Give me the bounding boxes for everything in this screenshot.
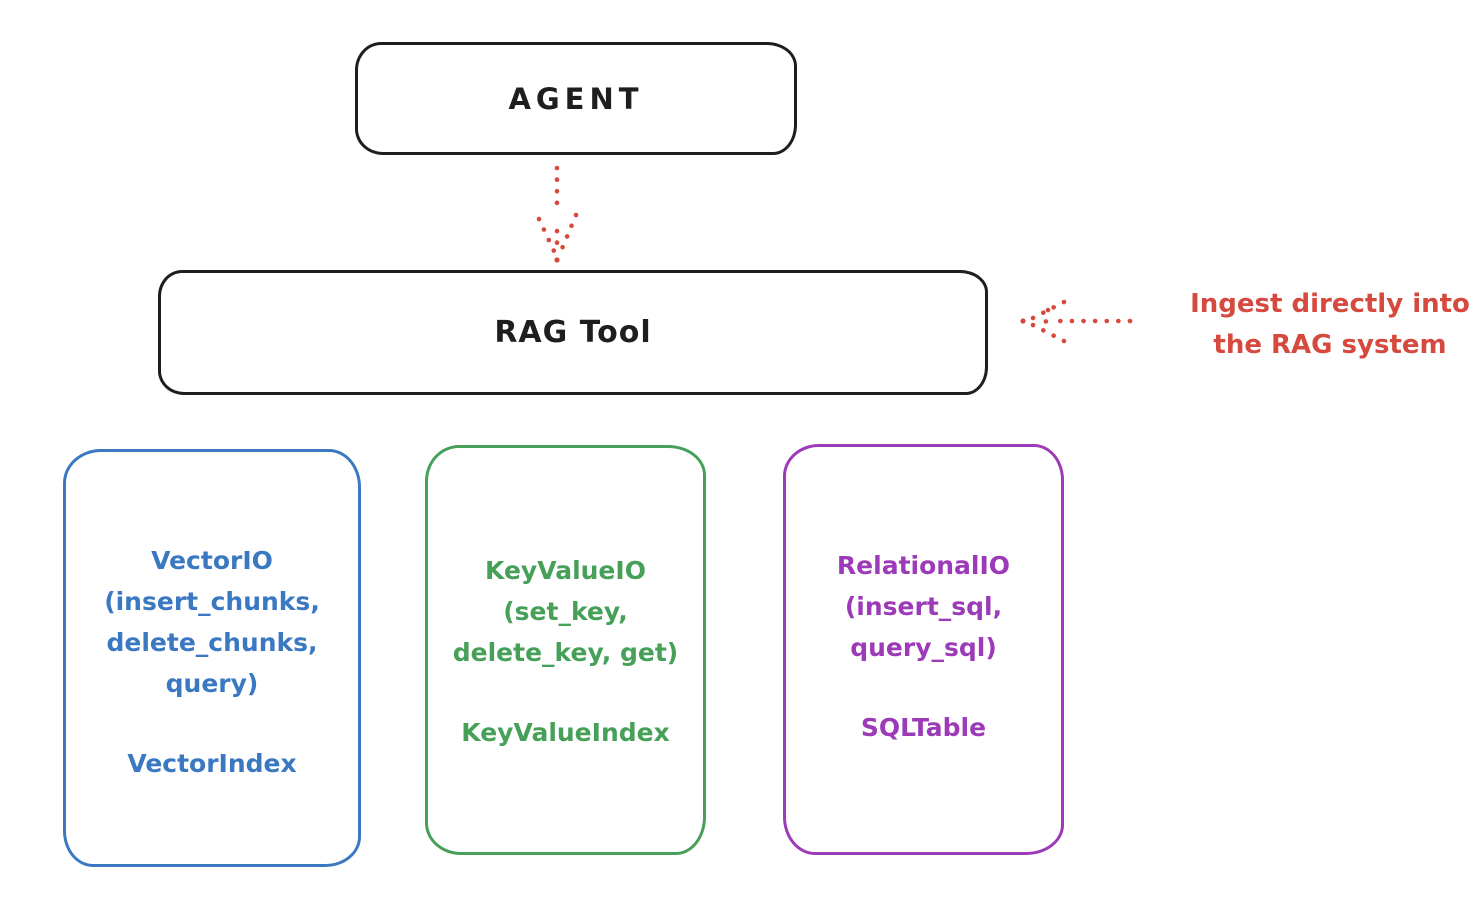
rag-tool-label: RAG Tool [494, 315, 652, 350]
relational-io-index-label: SQLTable [860, 713, 987, 742]
vector-io-title: VectorIO (insert_chunks, delete_chunks, … [104, 546, 320, 698]
ingest-annotation: Ingest directly into the RAG system [1190, 289, 1470, 360]
relational-io-box: RelationalIO (insert_sql, query_sql) SQL… [783, 444, 1064, 855]
keyvalue-io-index-label: KeyValueIndex [461, 718, 670, 747]
relational-io-title: RelationalIO (insert_sql, query_sql) [836, 551, 1011, 662]
down-dotted-arrow-icon [536, 165, 579, 263]
vector-io-index-label: VectorIndex [127, 749, 297, 778]
keyvalue-io-box: KeyValueIO (set_key, delete_key, get) Ke… [425, 445, 706, 855]
vector-io-box: VectorIO (insert_chunks, delete_chunks, … [63, 449, 361, 867]
left-dotted-arrow-icon [1020, 299, 1133, 344]
agent-box: AGENT [355, 42, 797, 155]
rag-tool-box: RAG Tool [158, 270, 988, 395]
keyvalue-io-title: KeyValueIO (set_key, delete_key, get) [452, 556, 679, 667]
agent-label: AGENT [508, 81, 644, 116]
